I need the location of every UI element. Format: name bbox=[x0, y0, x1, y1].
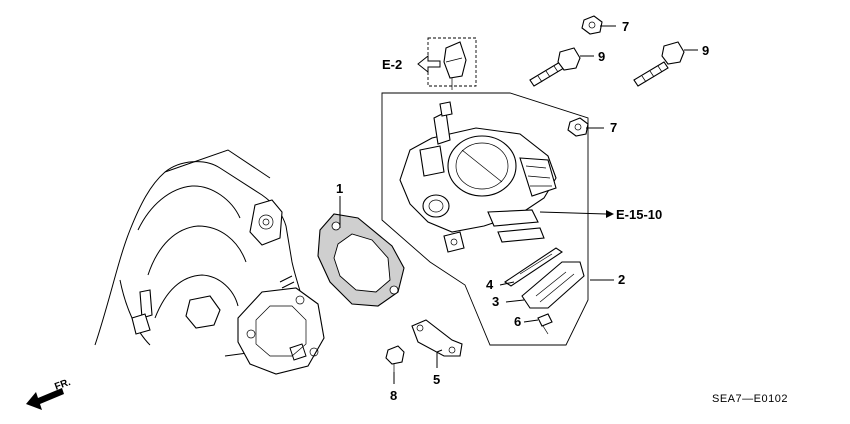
bolt-9-left bbox=[529, 47, 581, 87]
screw bbox=[537, 313, 553, 335]
callout-3: 3 bbox=[492, 294, 499, 309]
callout-8: 8 bbox=[390, 388, 397, 403]
callout-9-left: 9 bbox=[598, 49, 605, 64]
bracket bbox=[411, 319, 463, 357]
bolt-8 bbox=[385, 345, 405, 374]
callout-9-right: 9 bbox=[702, 43, 709, 58]
nut-7-lower bbox=[567, 117, 589, 137]
leader-lines bbox=[339, 25, 698, 384]
front-direction-arrow bbox=[26, 388, 64, 410]
callout-2: 2 bbox=[618, 272, 625, 287]
direction-label: FR. bbox=[53, 377, 72, 393]
callout-5: 5 bbox=[433, 372, 440, 387]
bolt-9-right bbox=[633, 41, 685, 87]
reference-e-15-10: E-15-10 bbox=[616, 207, 662, 222]
callout-4: 4 bbox=[486, 277, 494, 292]
hose-detail bbox=[427, 37, 477, 90]
diagram-code: SEA7—E0102 bbox=[712, 393, 788, 405]
intake-manifold bbox=[94, 149, 325, 375]
arrow-e-15-10 bbox=[606, 210, 614, 218]
seal bbox=[504, 247, 563, 287]
nut-7-upper bbox=[581, 15, 603, 35]
throttle-body-gasket bbox=[317, 213, 405, 307]
assembly-outline bbox=[381, 92, 589, 346]
callout-7-lower: 7 bbox=[610, 120, 617, 135]
callout-6: 6 bbox=[514, 314, 521, 329]
throttle-body bbox=[399, 101, 557, 253]
throttle-cover bbox=[521, 261, 585, 309]
arrow-e-2 bbox=[417, 54, 441, 74]
callout-7-upper: 7 bbox=[622, 19, 629, 34]
reference-e-2: E-2 bbox=[382, 57, 402, 72]
callout-1: 1 bbox=[336, 181, 343, 196]
